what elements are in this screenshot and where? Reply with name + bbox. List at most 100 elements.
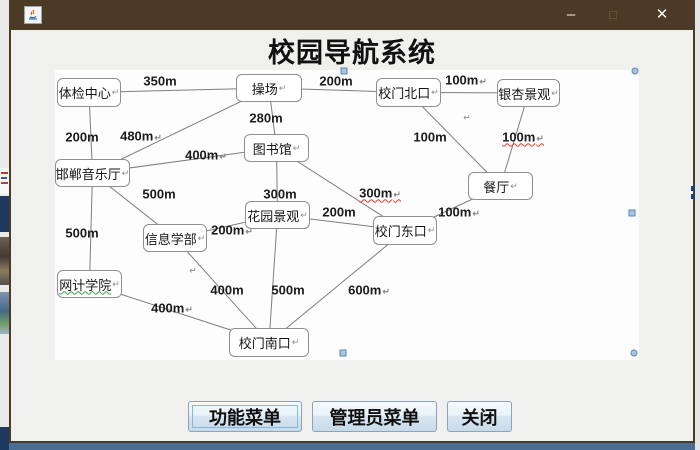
edge-distance-label: 100m↵ [445, 72, 487, 88]
border-artifact [691, 194, 695, 199]
paragraph-mark: ↵ [111, 87, 120, 97]
map-node-label: 体检中心 [58, 86, 111, 101]
map-edge-caochang-handan [92, 87, 270, 174]
edge-distance-label: 600m↵ [348, 282, 390, 298]
map-node-dongkou: 校门东口↵ [373, 216, 437, 245]
taskbar-strip [9, 443, 695, 450]
desktop-right-sliver [695, 0, 700, 450]
map-node-handan: 邯郸音乐厅↵ [55, 159, 130, 187]
maximize-button[interactable]: □ [609, 7, 617, 22]
admin-menu-label: 管理员菜单 [329, 407, 420, 428]
map-edge-huayuan-nankou [268, 214, 278, 343]
map-node-label: 校门东口 [374, 224, 427, 239]
paragraph-mark: ↵ [245, 226, 253, 237]
desktop-icon-fragment [0, 237, 9, 285]
map-node-huayuan: 花园景观↵ [245, 201, 310, 229]
desktop-taskbar-fragment [0, 427, 9, 450]
map-node-tijian: 体检中心↵ [57, 78, 121, 107]
edge-distance-label: 350m [143, 73, 177, 89]
paragraph-mark: ↵ [121, 167, 130, 178]
paragraph-mark: ↵ [189, 265, 197, 276]
paragraph-mark: ↵ [536, 133, 544, 144]
selection-handle [630, 349, 638, 357]
paragraph-mark: ↵ [197, 232, 206, 243]
map-node-label: 校门南口 [238, 336, 291, 351]
selection-handle [339, 349, 347, 357]
edge-distance-label: 280m [249, 110, 283, 126]
edge-distance-label: 300m↵ [359, 185, 401, 201]
edge-distance-label: 200m [322, 204, 356, 220]
edge-distance-label: 100m [413, 129, 447, 145]
edge-distance-label: 200m [319, 73, 353, 89]
function-menu-label: 功能菜单 [209, 407, 281, 428]
map-edge-dongkou-nankou [268, 230, 406, 343]
function-menu-button[interactable]: 功能菜单 [188, 401, 302, 432]
map-node-xinxi: 信息学部↵ [143, 224, 207, 252]
edge-distance-label: 100m↵ [438, 204, 480, 220]
close-dialog-label: 关闭 [461, 407, 498, 428]
paragraph-mark: ↵ [472, 208, 480, 219]
map-node-beikou: 校门北口↵ [376, 78, 441, 107]
minimize-button[interactable]: – [566, 6, 576, 23]
desktop-doc-fragment [0, 168, 9, 194]
edge-distance-label: 480m↵ [120, 128, 162, 144]
paragraph-mark: ↵ [219, 151, 227, 162]
map-node-label: 邯郸音乐厅 [55, 166, 121, 182]
map-node-canting: 餐厅↵ [468, 172, 533, 200]
paragraph-mark: ↵ [479, 76, 487, 87]
border-artifact [691, 186, 695, 191]
map-node-nankou: 校门南口↵ [229, 328, 309, 357]
page-title: 校园导航系统 [268, 38, 436, 68]
paragraph-mark: ↵ [300, 209, 308, 220]
paragraph-mark: ↵ [510, 180, 518, 191]
map-node-caochang: 操场↵ [236, 74, 302, 102]
edge-distance-label: 400m↵ [185, 147, 227, 163]
map-edge-beikou-canting [408, 92, 501, 187]
paragraph-mark: ↵ [112, 278, 120, 289]
map-node-label: 操场 [251, 81, 278, 97]
selection-handle [340, 67, 348, 75]
map-node-label: 银杏景观 [498, 86, 551, 102]
edge-distance-label: 300m [263, 186, 297, 202]
paragraph-mark: ↵ [185, 304, 193, 315]
java-coffee-icon [24, 6, 42, 24]
admin-menu-button[interactable]: 管理员菜单 [312, 401, 437, 432]
close-button[interactable]: ✕ [655, 6, 669, 23]
map-node-yinxing: 银杏景观↵ [497, 79, 560, 107]
map-edge-xinxi-nankou [174, 237, 270, 343]
close-dialog-button[interactable]: 关闭 [447, 401, 512, 432]
edge-distance-label: 500m [142, 186, 176, 202]
map-node-tushuguan: 图书馆↵ [244, 134, 309, 162]
map-edge-handan-wangji [89, 172, 93, 285]
map-node-label: 花园景观 [247, 208, 300, 224]
map-node-label: 图书馆 [252, 141, 292, 157]
map-node-label: 网计学院 [59, 277, 112, 293]
selection-handle [631, 67, 639, 75]
paragraph-mark: ↵ [431, 87, 439, 97]
desktop-window-fragment [0, 196, 9, 232]
map-node-label: 信息学部 [144, 231, 197, 247]
edge-distance-label: 100m↵ [502, 129, 544, 145]
paragraph-mark: ↵ [463, 112, 471, 123]
window-titlebar[interactable] [9, 0, 695, 30]
edge-distance-label: 200m [65, 129, 99, 145]
paragraph-mark: ↵ [291, 337, 300, 347]
desktop-icon-fragment [0, 292, 9, 334]
paragraph-mark: ↵ [551, 87, 559, 98]
desktop-left-sliver [0, 0, 9, 450]
selection-handle [628, 209, 636, 217]
map-edge-yinxing-canting [500, 92, 529, 187]
paragraph-mark: ↵ [154, 132, 162, 143]
map-node-label: 校门北口 [378, 86, 431, 101]
map-node-wangji: 网计学院↵ [57, 270, 122, 298]
edge-distance-label: 500m [271, 282, 305, 298]
paragraph-mark: ↵ [382, 286, 390, 297]
paragraph-mark: ↵ [393, 189, 401, 200]
edge-distance-label: 400m [210, 282, 244, 298]
edge-distance-label: 500m [65, 225, 99, 241]
paragraph-mark: ↵ [427, 225, 436, 235]
edge-distance-label: 400m↵ [151, 300, 193, 316]
paragraph-mark: ↵ [292, 142, 301, 153]
